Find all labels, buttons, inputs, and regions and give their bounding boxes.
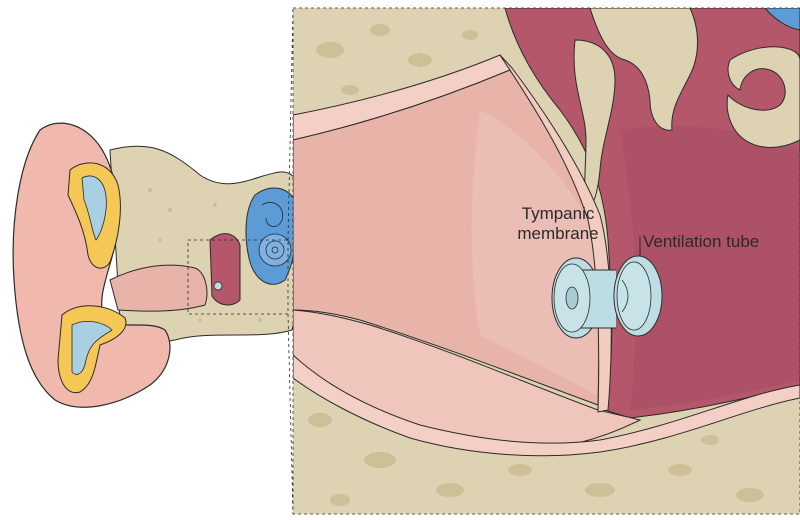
ventilation-tube-label: Ventilation tube [643, 232, 759, 252]
tympanic-membrane-label: Tympanic membrane [502, 204, 614, 244]
tympanic-label-line1: Tympanic [502, 204, 614, 224]
zoom-leader-bottom [288, 314, 293, 514]
overview-ear [13, 8, 303, 514]
middle-ear-overview [210, 234, 240, 305]
tympanic-label-line2: membrane [502, 224, 614, 244]
zoom-panel [293, 8, 800, 514]
overview-tube-icon [214, 282, 222, 290]
